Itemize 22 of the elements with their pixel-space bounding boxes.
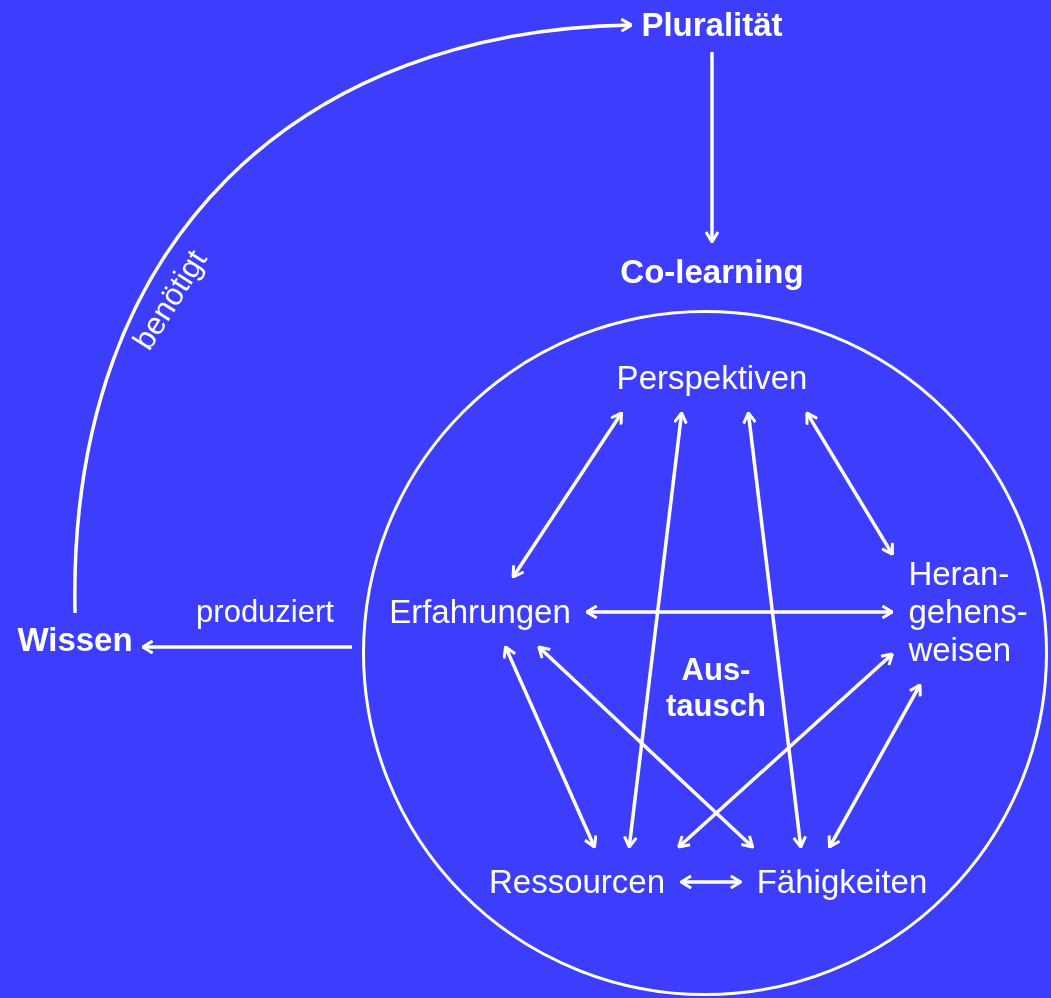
- arrow: [742, 411, 808, 849]
- arrow: [585, 604, 894, 620]
- arrow: [502, 645, 598, 849]
- arrow: [805, 411, 894, 556]
- arrow: [537, 645, 755, 849]
- center-label: Aus- tausch: [666, 652, 766, 724]
- concept-label: Erfahrungen: [389, 593, 571, 631]
- arrow: [141, 639, 352, 655]
- arrow: [704, 51, 720, 244]
- curved-arrow: [73, 18, 633, 614]
- concept-label: Heran- gehens- weisen: [908, 555, 1028, 669]
- arrow: [679, 874, 743, 890]
- arrow: [827, 683, 922, 849]
- arrow: [511, 411, 623, 579]
- arrow: [622, 411, 688, 849]
- group-heading: Co-learning: [620, 253, 804, 291]
- concept-label: Fähigkeiten: [756, 863, 928, 901]
- concept-label: Pluralität: [641, 6, 783, 44]
- arrow: [677, 652, 894, 849]
- concept-label: Wissen: [17, 621, 133, 659]
- concept-label: Perspektiven: [616, 359, 808, 397]
- concept-label: Ressourcen: [488, 863, 666, 901]
